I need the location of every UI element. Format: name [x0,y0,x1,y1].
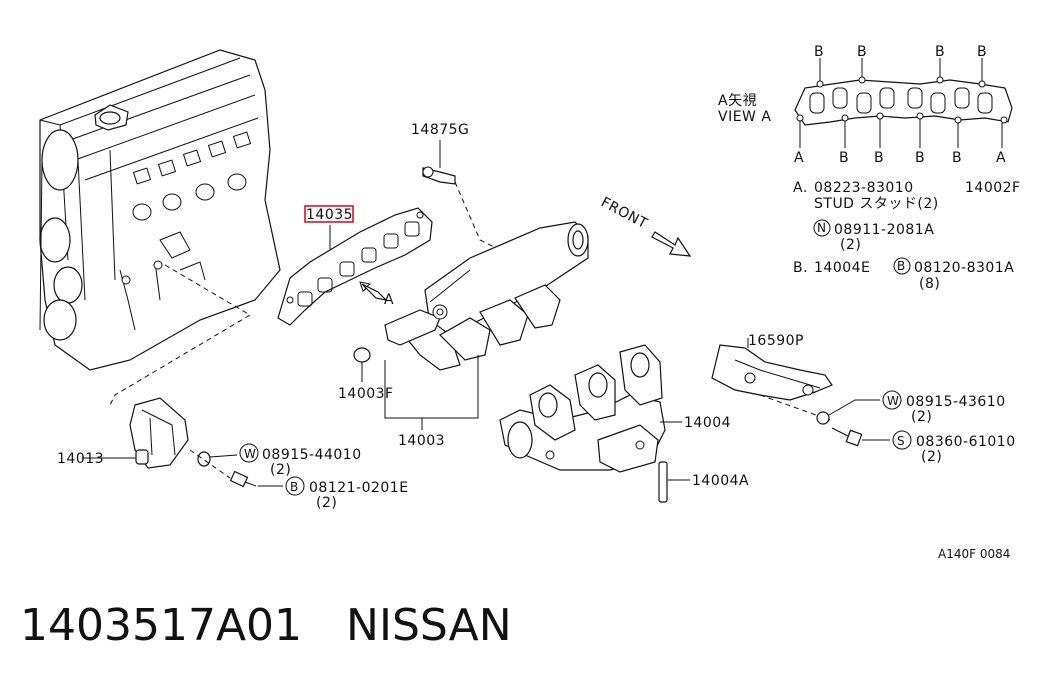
bolt-left-qty: (2) [316,495,337,511]
intake-manifold [384,221,589,371]
callout-14875g: 14875G [411,122,469,138]
callout-16590p: 16590P [748,333,804,349]
view-a-bottom-label: B [874,150,884,166]
front-arrow [651,231,692,257]
diagram-code: A140F 0084 [938,547,1010,561]
screw-right [831,427,863,447]
view-a-top-label: B [814,44,824,60]
washer-right-qty: (2) [911,409,932,425]
washer-left-code: 08915-44010 [262,447,362,463]
view-a-top-label: B [977,44,987,60]
screw-right-code: 08360-61010 [916,434,1016,450]
screw-right-qty: (2) [921,449,942,465]
front-label: FRONT [598,194,650,232]
legend-row1-code: 08223-83010 [814,180,914,196]
highlight-box [304,205,354,223]
callout-14003f: 14003F [338,386,394,402]
legend-row4-key: B. [793,260,808,276]
exhaust-manifold [499,344,666,473]
stud-14004a [658,461,668,503]
view-a-top-label: B [935,44,945,60]
svg-text:W: W [244,447,256,461]
view-a-bottom-label: A [794,150,804,166]
legend-row3-code: 08911-2081A [834,222,934,238]
callout-14004a: 14004A [692,473,749,489]
washer-right-code: 08915-43610 [906,394,1006,410]
bolt-symbol-left [285,476,305,496]
legend-b-symbol [893,257,911,275]
washer-left [197,451,211,467]
callout-14013: 14013 [57,451,104,467]
washer-right [816,411,830,425]
engine-block [39,49,281,406]
view-a-bottom-label: B [915,150,925,166]
legend-row2-text: STUD スタッド(2) [814,196,939,212]
callout-14003: 14003 [398,433,445,449]
heat-shield [129,397,189,469]
view-a-arrow [359,281,388,301]
view-a-bottom-label: B [839,150,849,166]
legend-row4-part: 14004E [814,260,870,276]
svg-text:S: S [897,434,905,448]
heat-cover [711,344,833,401]
bolt-left [229,470,257,488]
view-a-gasket [794,58,1013,148]
svg-text:B: B [897,259,905,273]
view-a-title-en: VIEW A [718,109,771,125]
part-number: 1403517A01 [20,600,303,651]
legend-row4-code: 08120-8301A [914,260,1014,276]
manifold-gasket [277,207,433,326]
callout-14004: 14004 [684,415,731,431]
washer-symbol-left [239,443,259,463]
footer-title: 1403517A01 NISSAN [20,600,512,651]
svg-text:W: W [887,394,899,408]
legend-n-symbol [813,219,831,237]
legend-row4-qty: (8) [919,276,940,292]
view-a-bottom-label: B [952,150,962,166]
svg-text:B: B [290,480,298,494]
callout-14035: 14035 [306,207,353,223]
view-a-bottom-label: A [996,150,1006,166]
screw-symbol-right [892,430,912,450]
svg-text:N: N [817,221,826,235]
sensor [422,166,456,185]
callout-view-a: A [384,292,394,308]
view-a-title-jp: A矢視 [718,93,757,109]
brand-name: NISSAN [346,600,512,651]
legend-row1-part: 14002F [965,180,1021,196]
bolt-left-code: 08121-0201E [309,480,409,496]
legend-row1-key: A. [793,180,808,196]
washer-symbol-right [882,390,902,410]
legend-row3-qty: (2) [840,237,861,253]
washer-left-qty: (2) [270,462,291,478]
view-a-top-label: B [857,44,867,60]
plug-14003f [353,347,371,363]
